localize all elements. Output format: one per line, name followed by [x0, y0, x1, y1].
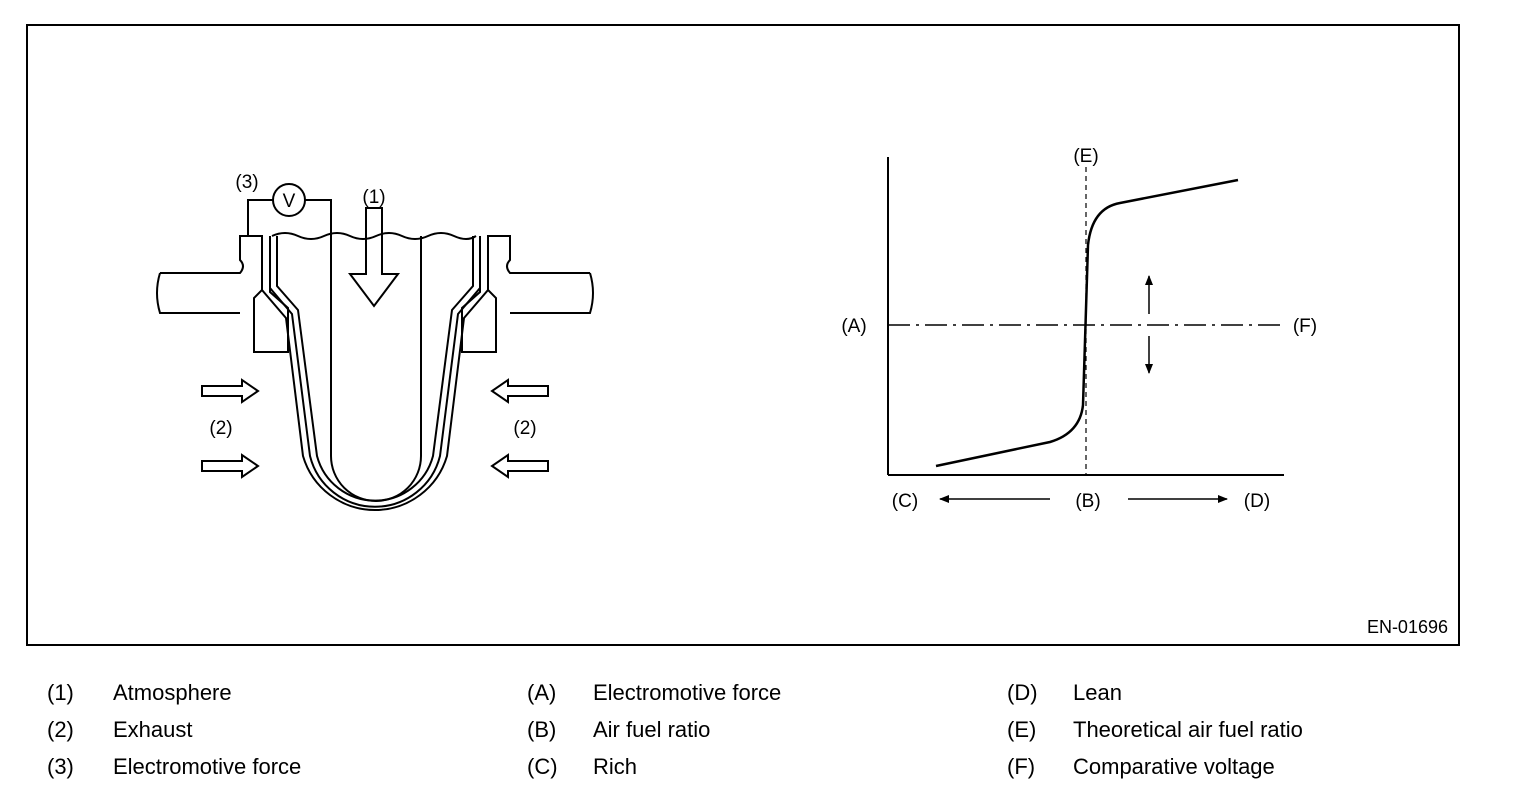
legend-value: Atmosphere	[113, 680, 232, 705]
atmosphere-cavity	[330, 236, 422, 502]
figure-code: EN-01696	[1366, 617, 1448, 637]
atmosphere-arrow	[348, 207, 400, 308]
legend-item: (2) Exhaust	[47, 711, 487, 748]
sensor-mid	[269, 236, 481, 508]
voltmeter	[272, 183, 306, 217]
legend-col-3: (D) Lean (E) Theoretical air fuel ratio (F…	[1007, 674, 1447, 785]
legend-key: (C)	[527, 754, 558, 779]
exhaust-arrow-left-top	[201, 378, 260, 404]
legend-value: Comparative voltage	[1073, 754, 1275, 779]
label-E: (E)	[1073, 146, 1098, 167]
legend-key: (B)	[527, 717, 557, 742]
pipe-right	[461, 235, 590, 353]
oxygen-sensor	[156, 183, 594, 511]
legend-key: (A)	[527, 680, 557, 705]
legend-col-2: (A) Electromotive force (B) Air fuel ratio…	[527, 674, 967, 785]
label-3: (3)	[235, 172, 258, 193]
legend-item: (C) Rich	[527, 748, 967, 785]
label-C: (C)	[892, 491, 918, 512]
legend-key: (1)	[47, 680, 74, 705]
exhaust-arrow-left-bottom	[201, 453, 260, 479]
label-A: (A)	[841, 316, 866, 337]
legend-key: (3)	[47, 754, 74, 779]
legend-value: Rich	[593, 754, 638, 779]
legend-item: (F) Comparative voltage	[1007, 748, 1447, 785]
legend-key: (D)	[1007, 680, 1038, 705]
sensor-inner	[276, 236, 474, 502]
legend-item: (B) Air fuel ratio	[527, 711, 967, 748]
legend-value: Lean	[1073, 680, 1122, 705]
emf-graph	[887, 157, 1284, 503]
legend-value: Theoretical air fuel ratio	[1073, 717, 1303, 742]
legend-key: (2)	[47, 717, 74, 742]
label-2-left: (2)	[209, 418, 232, 439]
legend-item: (D) Lean	[1007, 674, 1447, 711]
pipe-left	[160, 235, 289, 353]
legend-value: Electromotive force	[113, 754, 302, 779]
legend-key: (F)	[1007, 754, 1036, 779]
label-B: (B)	[1075, 491, 1100, 512]
legend-item: (1) Atmosphere	[47, 674, 487, 711]
label-D: (D)	[1244, 491, 1270, 512]
label-1: (1)	[362, 187, 385, 208]
label-2-right: (2)	[513, 418, 536, 439]
emf-curve	[935, 178, 1239, 468]
legend-key: (E)	[1007, 717, 1037, 742]
legend-item: (E) Theoretical air fuel ratio	[1007, 711, 1447, 748]
legend-item: (3) Electromotive force	[47, 748, 487, 785]
legend-item: (A) Electromotive force	[527, 674, 967, 711]
legend-value: Air fuel ratio	[593, 717, 711, 742]
label-F: (F)	[1293, 316, 1317, 337]
voltmeter-label: V	[283, 191, 296, 212]
legend-col-1: (1) Atmosphere (2) Exhaust (3) Electromotiv…	[47, 674, 487, 785]
legend-value: Exhaust	[113, 717, 193, 742]
emf-circuit	[247, 199, 332, 236]
wavy-top	[271, 232, 477, 240]
sensor-outer	[261, 236, 489, 511]
exhaust-arrow-right-top	[490, 378, 549, 404]
legend-value: Electromotive force	[593, 680, 782, 705]
figure-frame: EN-01696	[26, 24, 1460, 646]
exhaust-arrow-right-bottom	[490, 453, 549, 479]
